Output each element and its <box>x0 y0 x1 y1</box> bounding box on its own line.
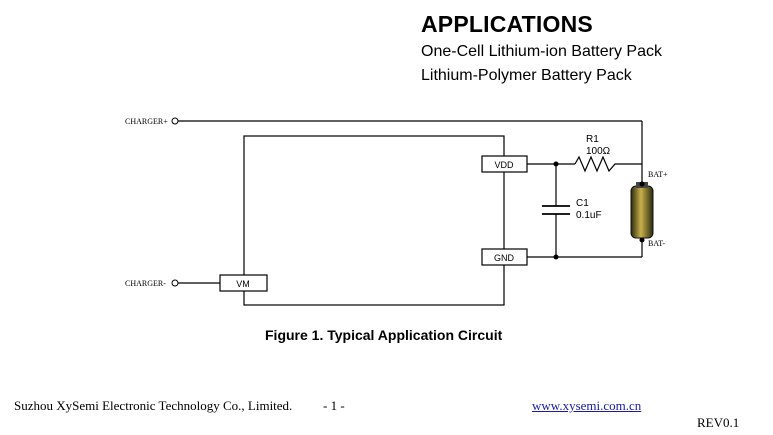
r1-value-label: 100Ω <box>586 146 611 157</box>
battery-icon <box>630 181 654 243</box>
application-item: One-Cell Lithium-ion Battery Pack <box>421 43 662 60</box>
c1-value-label: 0.1uF <box>576 210 602 221</box>
section-title: APPLICATIONS <box>421 11 593 37</box>
ic-body <box>243 135 505 306</box>
charger-plus-label: CHARGER+ <box>125 117 168 126</box>
charger-plus-terminal <box>171 117 179 125</box>
junction-dot <box>553 254 559 260</box>
gnd-pin-box <box>481 248 528 266</box>
charger-minus-terminal <box>171 279 179 287</box>
vm-pin-label: VM <box>236 279 250 289</box>
application-item: Lithium-Polymer Battery Pack <box>421 67 632 84</box>
charger-minus-label: CHARGER- <box>125 279 166 288</box>
bat-plus-label: BAT+ <box>648 170 668 179</box>
r1-resistor <box>574 155 642 173</box>
vdd-pin-label: VDD <box>494 160 514 170</box>
gnd-pin-label: GND <box>494 253 515 263</box>
vm-pin-box <box>219 274 268 292</box>
bat-minus-label: BAT- <box>648 239 665 248</box>
vdd-pin-box <box>481 155 528 173</box>
c1-name-label: C1 <box>576 198 589 209</box>
r1-name-label: R1 <box>586 134 599 145</box>
footer-page-number: - 1 - <box>323 398 345 413</box>
footer-website-link[interactable]: www.xysemi.com.cn <box>532 398 642 413</box>
figure-caption: Figure 1. Typical Application Circuit <box>265 327 503 343</box>
footer-company: Suzhou XySemi Electronic Technology Co.,… <box>14 398 293 413</box>
footer-revision: REV0.1 <box>697 415 740 430</box>
junction-dot <box>553 161 559 167</box>
